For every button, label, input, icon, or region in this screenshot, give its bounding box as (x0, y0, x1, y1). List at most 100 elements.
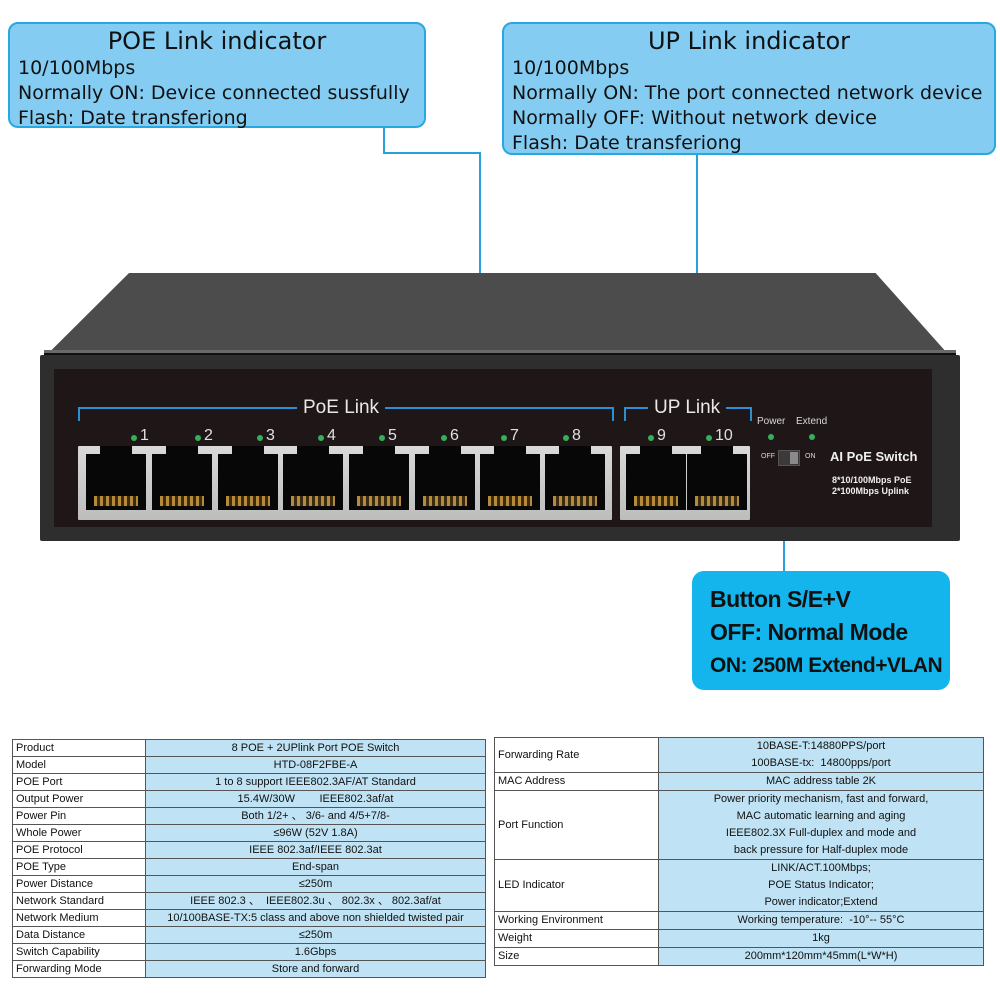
rj45-port[interactable] (283, 446, 343, 510)
switch-rim-shadow (44, 353, 956, 355)
spec-row: Power Distance≤250m (12, 875, 486, 893)
spec-value-line: POE Status Indicator; (768, 879, 874, 891)
power-label: Power (757, 416, 786, 427)
spec-value: ≤96W (52V 1.8A) (145, 824, 486, 842)
spec-key: Switch Capability (12, 943, 146, 961)
spec-value-line: IEEE802.3X Full-duplex and mode and (725, 827, 917, 839)
spec-key: Data Distance (12, 926, 146, 944)
spec-value: 1 to 8 support IEEE802.3AF/AT Standard (145, 773, 486, 791)
spec-value: Power priority mechanism, fast and forwa… (658, 790, 984, 860)
port-led (441, 435, 447, 441)
spec-value: 15.4W/30W IEEE802.3af/at (145, 790, 486, 808)
port-number: 9 (657, 427, 666, 444)
spec-key: Working Environment (494, 911, 659, 930)
spec-key: POE Port (12, 773, 146, 791)
callout-line: Normally ON: The port connected network … (512, 82, 983, 104)
spec-row: Whole Power≤96W (52V 1.8A) (12, 824, 486, 842)
port-number: 8 (572, 427, 581, 444)
spec-key: Forwarding Rate (494, 737, 659, 773)
spec-key: Power Distance (12, 875, 146, 893)
callout-title: UP Link indicator (647, 27, 851, 55)
spec-value: 10/100BASE-TX:5 class and above non shie… (145, 909, 486, 927)
extend-label: Extend (796, 416, 828, 427)
spec-value-line: MAC address table 2K (765, 775, 877, 787)
spec-value-line: 10BASE-T:14880PPS/port (756, 740, 886, 752)
rj45-port[interactable] (687, 446, 747, 510)
spec-value: HTD-08F2FBE-A (145, 756, 486, 774)
spec-value-line: Working temperature: -10°-- 55°C (737, 914, 905, 926)
spec-value: End-span (145, 858, 486, 876)
callout-line: OFF: Normal Mode (710, 619, 908, 645)
spec-key: Product (12, 739, 146, 757)
uplink-label: UP Link (648, 397, 727, 419)
callout-line: 10/100Mbps (18, 57, 136, 79)
spec-key: Size (494, 947, 659, 966)
spec-value: IEEE 802.3af/IEEE 802.3at (145, 841, 486, 859)
brand-label: AI PoE Switch (830, 449, 918, 464)
rj45-port[interactable] (349, 446, 409, 510)
callout-line: Button S/E+V (710, 586, 851, 612)
rj45-port[interactable] (152, 446, 212, 510)
spec-value: 8 POE + 2UPlink Port POE Switch (145, 739, 486, 757)
port-number: 3 (266, 427, 275, 444)
spec-key: Network Medium (12, 909, 146, 927)
spec-value: Both 1/2+ 、 3/6- and 4/5+7/8- (145, 807, 486, 825)
spec-value-line: MAC automatic learning and aging (736, 810, 906, 822)
port-led (706, 435, 712, 441)
spec-value: LINK/ACT.100Mbps; POE Status Indicator; Po… (658, 859, 984, 912)
spec-row: Working Environment Working temperature: … (494, 911, 984, 930)
spec-key: Network Standard (12, 892, 146, 910)
switch-rim (44, 350, 956, 353)
spec-key: POE Type (12, 858, 146, 876)
callout-line: Flash: Date transferiong (18, 107, 248, 129)
spec-line-poe: 8*10/100Mbps PoE (832, 475, 912, 485)
spec-line-uplink: 2*100Mbps Uplink (832, 486, 910, 496)
spec-key: Power Pin (12, 807, 146, 825)
callout-line: ON: 250M Extend+VLAN (710, 654, 943, 677)
spec-value: IEEE 802.3 、 IEEE802.3u 、 802.3x 、 802.3… (145, 892, 486, 910)
poe-link-label: PoE Link (297, 397, 386, 419)
port-led (563, 435, 569, 441)
rj45-port[interactable] (218, 446, 278, 510)
rj45-port[interactable] (626, 446, 686, 510)
port-led (318, 435, 324, 441)
spec-key: MAC Address (494, 772, 659, 791)
port-number: 7 (510, 427, 519, 444)
callout-title: POE Link indicator (107, 27, 327, 55)
rj45-port[interactable] (415, 446, 475, 510)
spec-value: Working temperature: -10°-- 55°C (658, 911, 984, 930)
extend-led (809, 434, 815, 440)
button-mode-callout: Button S/E+V OFF: Normal Mode ON: 250M E… (692, 571, 950, 690)
spec-key: Whole Power (12, 824, 146, 842)
switch-off-label: OFF (761, 453, 775, 460)
rj45-port[interactable] (86, 446, 146, 510)
extend-vlan-toggle[interactable] (778, 450, 800, 466)
rj45-port[interactable] (545, 446, 605, 510)
poe-leader-line (383, 152, 481, 154)
rj45-port[interactable] (480, 446, 540, 510)
spec-value: ≤250m (145, 926, 486, 944)
spec-key: Output Power (12, 790, 146, 808)
spec-row: Data Distance≤250m (12, 926, 486, 944)
spec-value: 1kg (658, 929, 984, 948)
port-led (379, 435, 385, 441)
callout-line: Normally OFF: Without network device (512, 107, 877, 129)
spec-value-line: Power indicator;Extend (764, 896, 878, 908)
port-led (257, 435, 263, 441)
spec-row: MAC Address MAC address table 2K (494, 772, 984, 791)
spec-value-line: LINK/ACT.100Mbps; (771, 862, 871, 874)
spec-value: 200mm*120mm*45mm(L*W*H) (658, 947, 984, 966)
